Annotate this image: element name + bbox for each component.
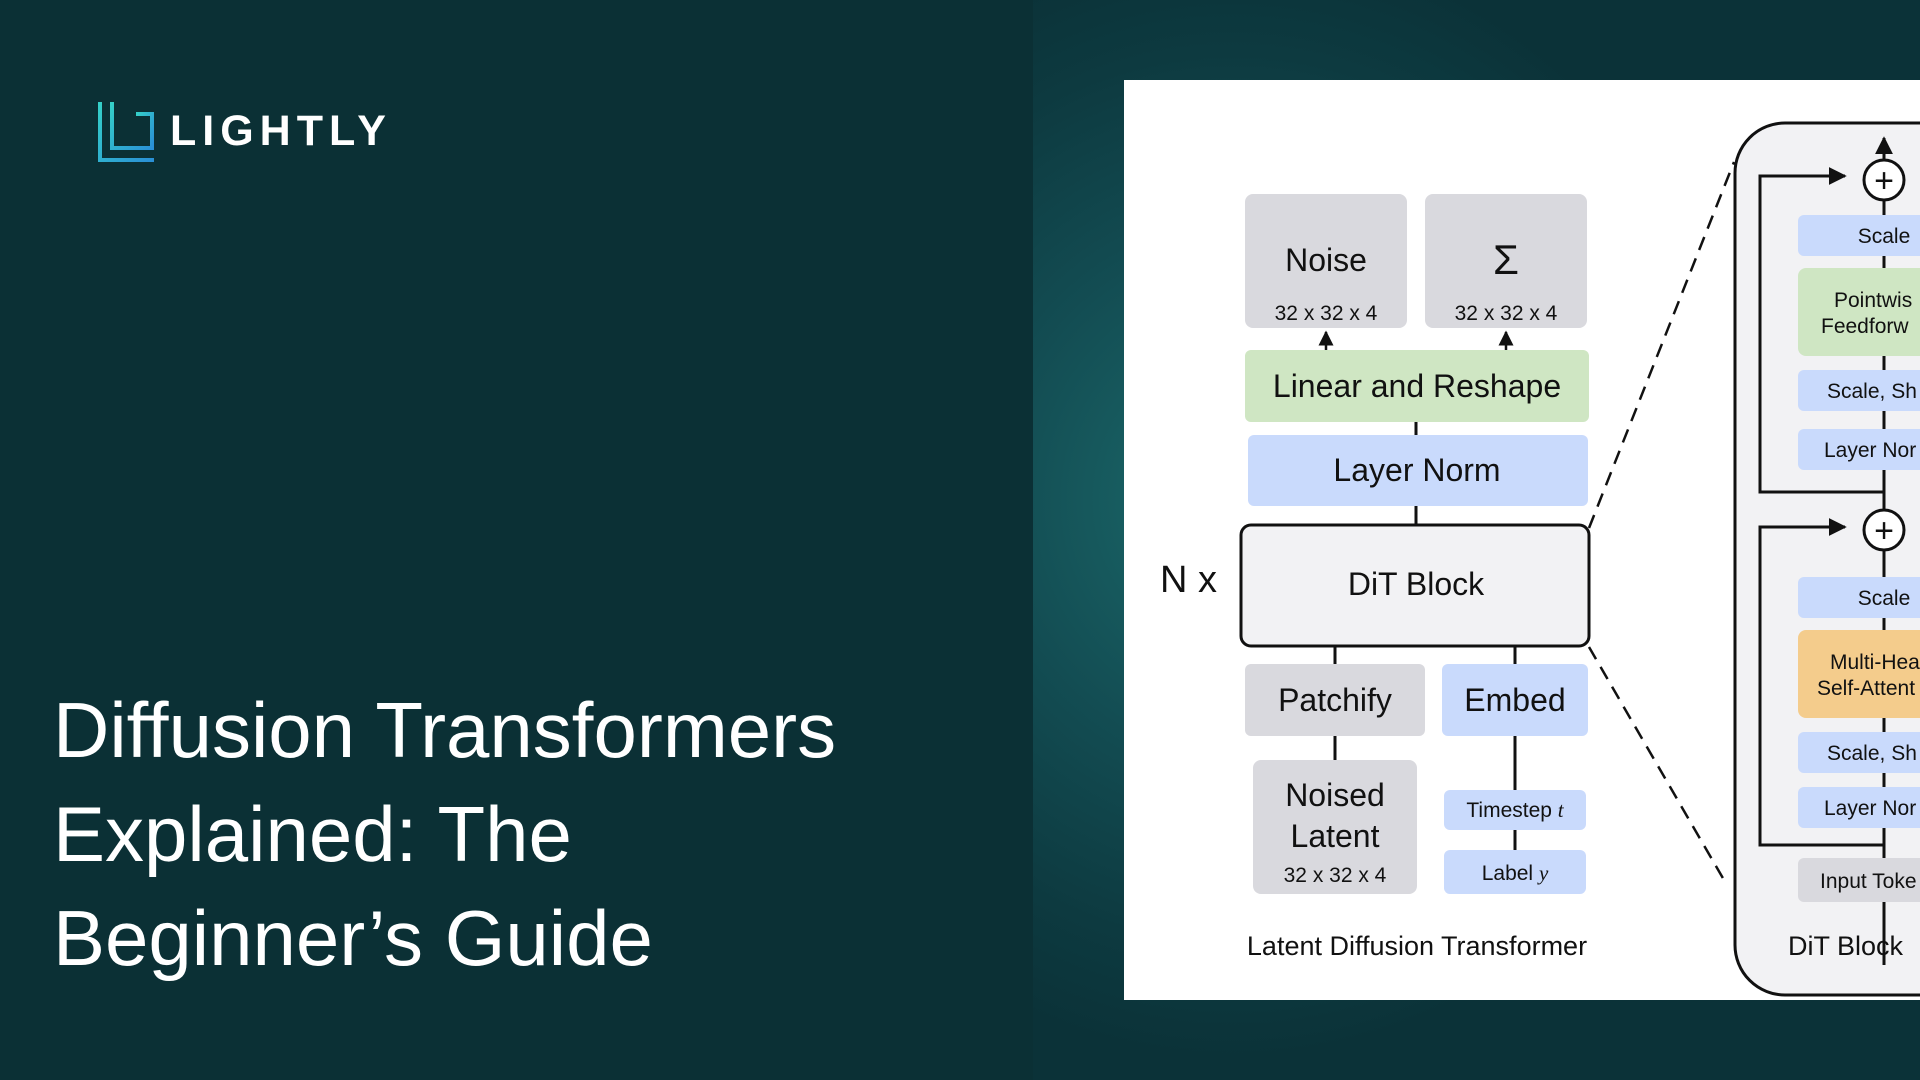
label-variable: y: [1537, 861, 1549, 885]
add-circle-bottom: [1862, 508, 1906, 552]
noised-latent-box: [1253, 760, 1417, 894]
scale-top-box: [1798, 215, 1920, 256]
mhsa-box: [1798, 630, 1920, 718]
scale-shift-top-box: [1798, 370, 1920, 411]
linear-reshape-box: [1245, 350, 1589, 422]
title-line-1: Diffusion Transformers: [53, 686, 837, 774]
embed-box: [1442, 664, 1588, 736]
timestep-label: Timestep: [1466, 799, 1552, 822]
lightly-logo-icon: [98, 100, 154, 162]
noise-title: Noise: [1285, 242, 1367, 278]
dit-block-caption: DiT Block: [1788, 931, 1904, 961]
layer-norm-top-box: [1798, 429, 1920, 470]
plus-symbol-bottom: +: [1874, 512, 1894, 550]
sigma-box: [1425, 194, 1587, 328]
add-circle-top: [1862, 158, 1906, 202]
label-label: Label: [1482, 862, 1533, 885]
sigma-dims: 32 x 32 x 4: [1455, 302, 1558, 325]
dit-block-label: DiT Block: [1348, 566, 1485, 602]
title-line-3: Beginner’s Guide: [53, 894, 653, 982]
layer-norm-bottom-box: [1798, 787, 1920, 828]
ldt-caption: Latent Diffusion Transformer: [1247, 931, 1587, 961]
layer-norm-bottom-label: Layer Nor: [1824, 797, 1916, 820]
label-box: [1444, 850, 1586, 894]
noised-latent-line1: Noised: [1285, 777, 1385, 813]
timestep-variable: t: [1558, 798, 1565, 822]
brand-logo[interactable]: LIGHTLY: [98, 100, 392, 162]
plus-symbol-top: +: [1874, 162, 1894, 200]
noise-box: [1245, 194, 1407, 328]
input-tokens-box: [1798, 858, 1920, 902]
pointwise-box: [1798, 268, 1920, 356]
layer-norm-box: [1248, 435, 1588, 506]
noised-latent-dims: 32 x 32 x 4: [1284, 864, 1387, 887]
sigma-title: Σ: [1493, 236, 1519, 283]
page-title: Diffusion Transformers Explained: The Be…: [53, 678, 983, 990]
zoom-guide-bottom: [1587, 646, 1726, 881]
title-line-2: Explained: The: [53, 790, 572, 878]
layer-norm-label: Layer Norm: [1333, 452, 1500, 488]
scale-shift-bottom-box: [1798, 732, 1920, 773]
timestep-box: [1444, 790, 1586, 830]
left-panel: LIGHTLY Diffusion Transformers Explained…: [53, 100, 983, 990]
patchify-label: Patchify: [1278, 682, 1392, 718]
repeat-label: N x: [1160, 559, 1217, 601]
residual-loop-top: [1758, 167, 1884, 494]
brand-name: LIGHTLY: [170, 106, 392, 155]
patchify-box: [1245, 664, 1425, 736]
linear-reshape-label: Linear and Reshape: [1273, 368, 1561, 404]
scale-shift-bottom-label: Scale, Sh: [1827, 742, 1917, 765]
scale-top-label: Scale: [1858, 225, 1911, 248]
embed-label: Embed: [1464, 682, 1565, 718]
pointwise-line1: Pointwis: [1834, 289, 1912, 312]
scale-bottom-label: Scale: [1858, 587, 1911, 610]
noise-dims: 32 x 32 x 4: [1275, 302, 1378, 325]
label-text: Label y: [1482, 861, 1549, 885]
zoom-guide-top: [1587, 161, 1736, 529]
diagram-card: Noise 32 x 32 x 4 Σ 32 x 32 x 4 Linear a…: [1124, 80, 1920, 1000]
layer-norm-top-label: Layer Nor: [1824, 439, 1916, 462]
mhsa-line1: Multi-Hea: [1830, 651, 1920, 674]
dit-architecture-diagram: Noise 32 x 32 x 4 Σ 32 x 32 x 4 Linear a…: [1160, 121, 1920, 997]
pointwise-line2: Feedforw: [1821, 315, 1909, 338]
scale-bottom-box: [1798, 577, 1920, 618]
residual-loop-bottom: [1758, 518, 1884, 847]
dit-block-box: [1239, 523, 1591, 648]
scale-shift-top-label: Scale, Sh: [1827, 380, 1917, 403]
noised-latent-line2: Latent: [1291, 818, 1380, 854]
mhsa-line2: Self-Attent: [1817, 677, 1915, 700]
timestep-text: Timestep t: [1466, 798, 1564, 822]
input-tokens-label: Input Toke: [1820, 870, 1917, 893]
